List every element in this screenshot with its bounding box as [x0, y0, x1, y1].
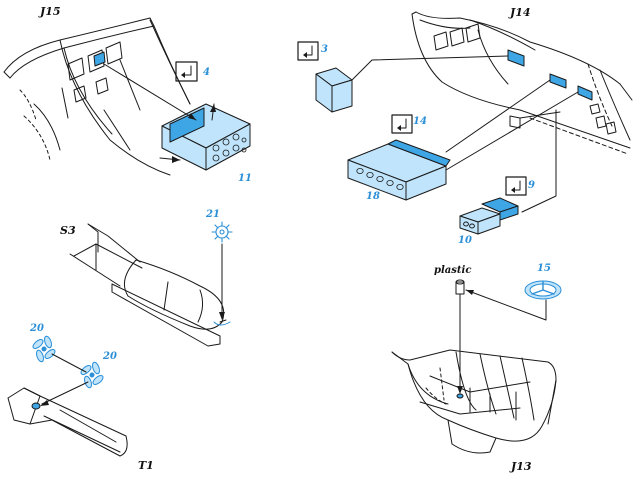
- steering-wheel-icon: [524, 280, 562, 300]
- part-number-20-b: 20: [103, 351, 117, 362]
- fold-bend-icon: [297, 41, 527, 196]
- j14-leaders: [351, 55, 579, 213]
- part-number-18: 18: [366, 191, 380, 202]
- cog-icon: [211, 221, 233, 243]
- bomb-s3: [69, 223, 227, 347]
- torpedo-t1: [7, 387, 128, 457]
- s3-leader: [213, 243, 231, 326]
- box-part-3: [315, 67, 353, 113]
- fold-bend-icon: [175, 61, 198, 82]
- floor-j13: [391, 349, 557, 454]
- part-number-11: 11: [238, 173, 252, 184]
- part-number-3: 3: [321, 44, 328, 55]
- j13-leader: [465, 289, 547, 321]
- section-label-s3: S3: [60, 224, 76, 237]
- box-part-9-10: [459, 197, 519, 235]
- fuselage-j15: [3, 17, 191, 176]
- section-label-j13: J13: [511, 460, 532, 473]
- part-number-9: 9: [528, 180, 535, 191]
- j15-arrows: [103, 63, 216, 163]
- section-label-t1: T1: [138, 459, 154, 472]
- control-column: [455, 279, 465, 394]
- part-number-15: 15: [537, 263, 551, 274]
- instrument-panel-part-11: [161, 103, 251, 171]
- box-18-holes: [356, 167, 404, 190]
- part-number-10: 10: [458, 235, 472, 246]
- propeller-icon: [32, 335, 104, 389]
- part-number-21: 21: [206, 209, 220, 220]
- section-label-j14: J14: [510, 6, 531, 19]
- part-number-4: 4: [203, 67, 210, 78]
- note-plastic: plastic: [434, 265, 472, 276]
- part-number-14: 14: [413, 116, 427, 127]
- t1-leader: [40, 353, 89, 406]
- section-label-j15: J15: [40, 5, 61, 18]
- panel-dials: [212, 133, 247, 162]
- box-part-14-18: [347, 139, 451, 201]
- fuselage-j14: [411, 11, 633, 155]
- part-number-20-a: 20: [30, 323, 44, 334]
